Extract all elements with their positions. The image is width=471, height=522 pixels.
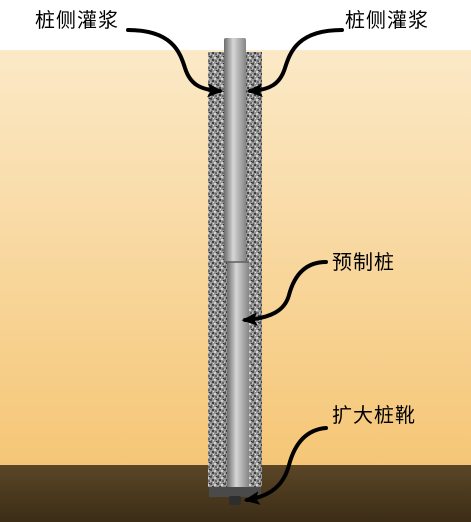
label-precast-pile: 预制桩: [332, 250, 395, 274]
leader-arrow-precast-pile: [241, 260, 328, 326]
leader-arrow-grout-right: [246, 28, 344, 98]
leader-arrow-pile-shoe: [243, 426, 328, 505]
label-pile-side-grout-right: 桩侧灌浆: [345, 8, 429, 32]
label-pile-side-grout-left: 桩侧灌浆: [35, 8, 119, 32]
precast-pile-lower-segment: [227, 262, 249, 487]
pile-shoe-tip: [229, 496, 241, 505]
label-enlarged-pile-shoe: 扩大桩靴: [332, 403, 416, 427]
leader-arrow-grout-left: [126, 28, 224, 98]
precast-pile-upper-segment: [224, 38, 246, 262]
enlarged-pile-shoe: [209, 487, 261, 497]
